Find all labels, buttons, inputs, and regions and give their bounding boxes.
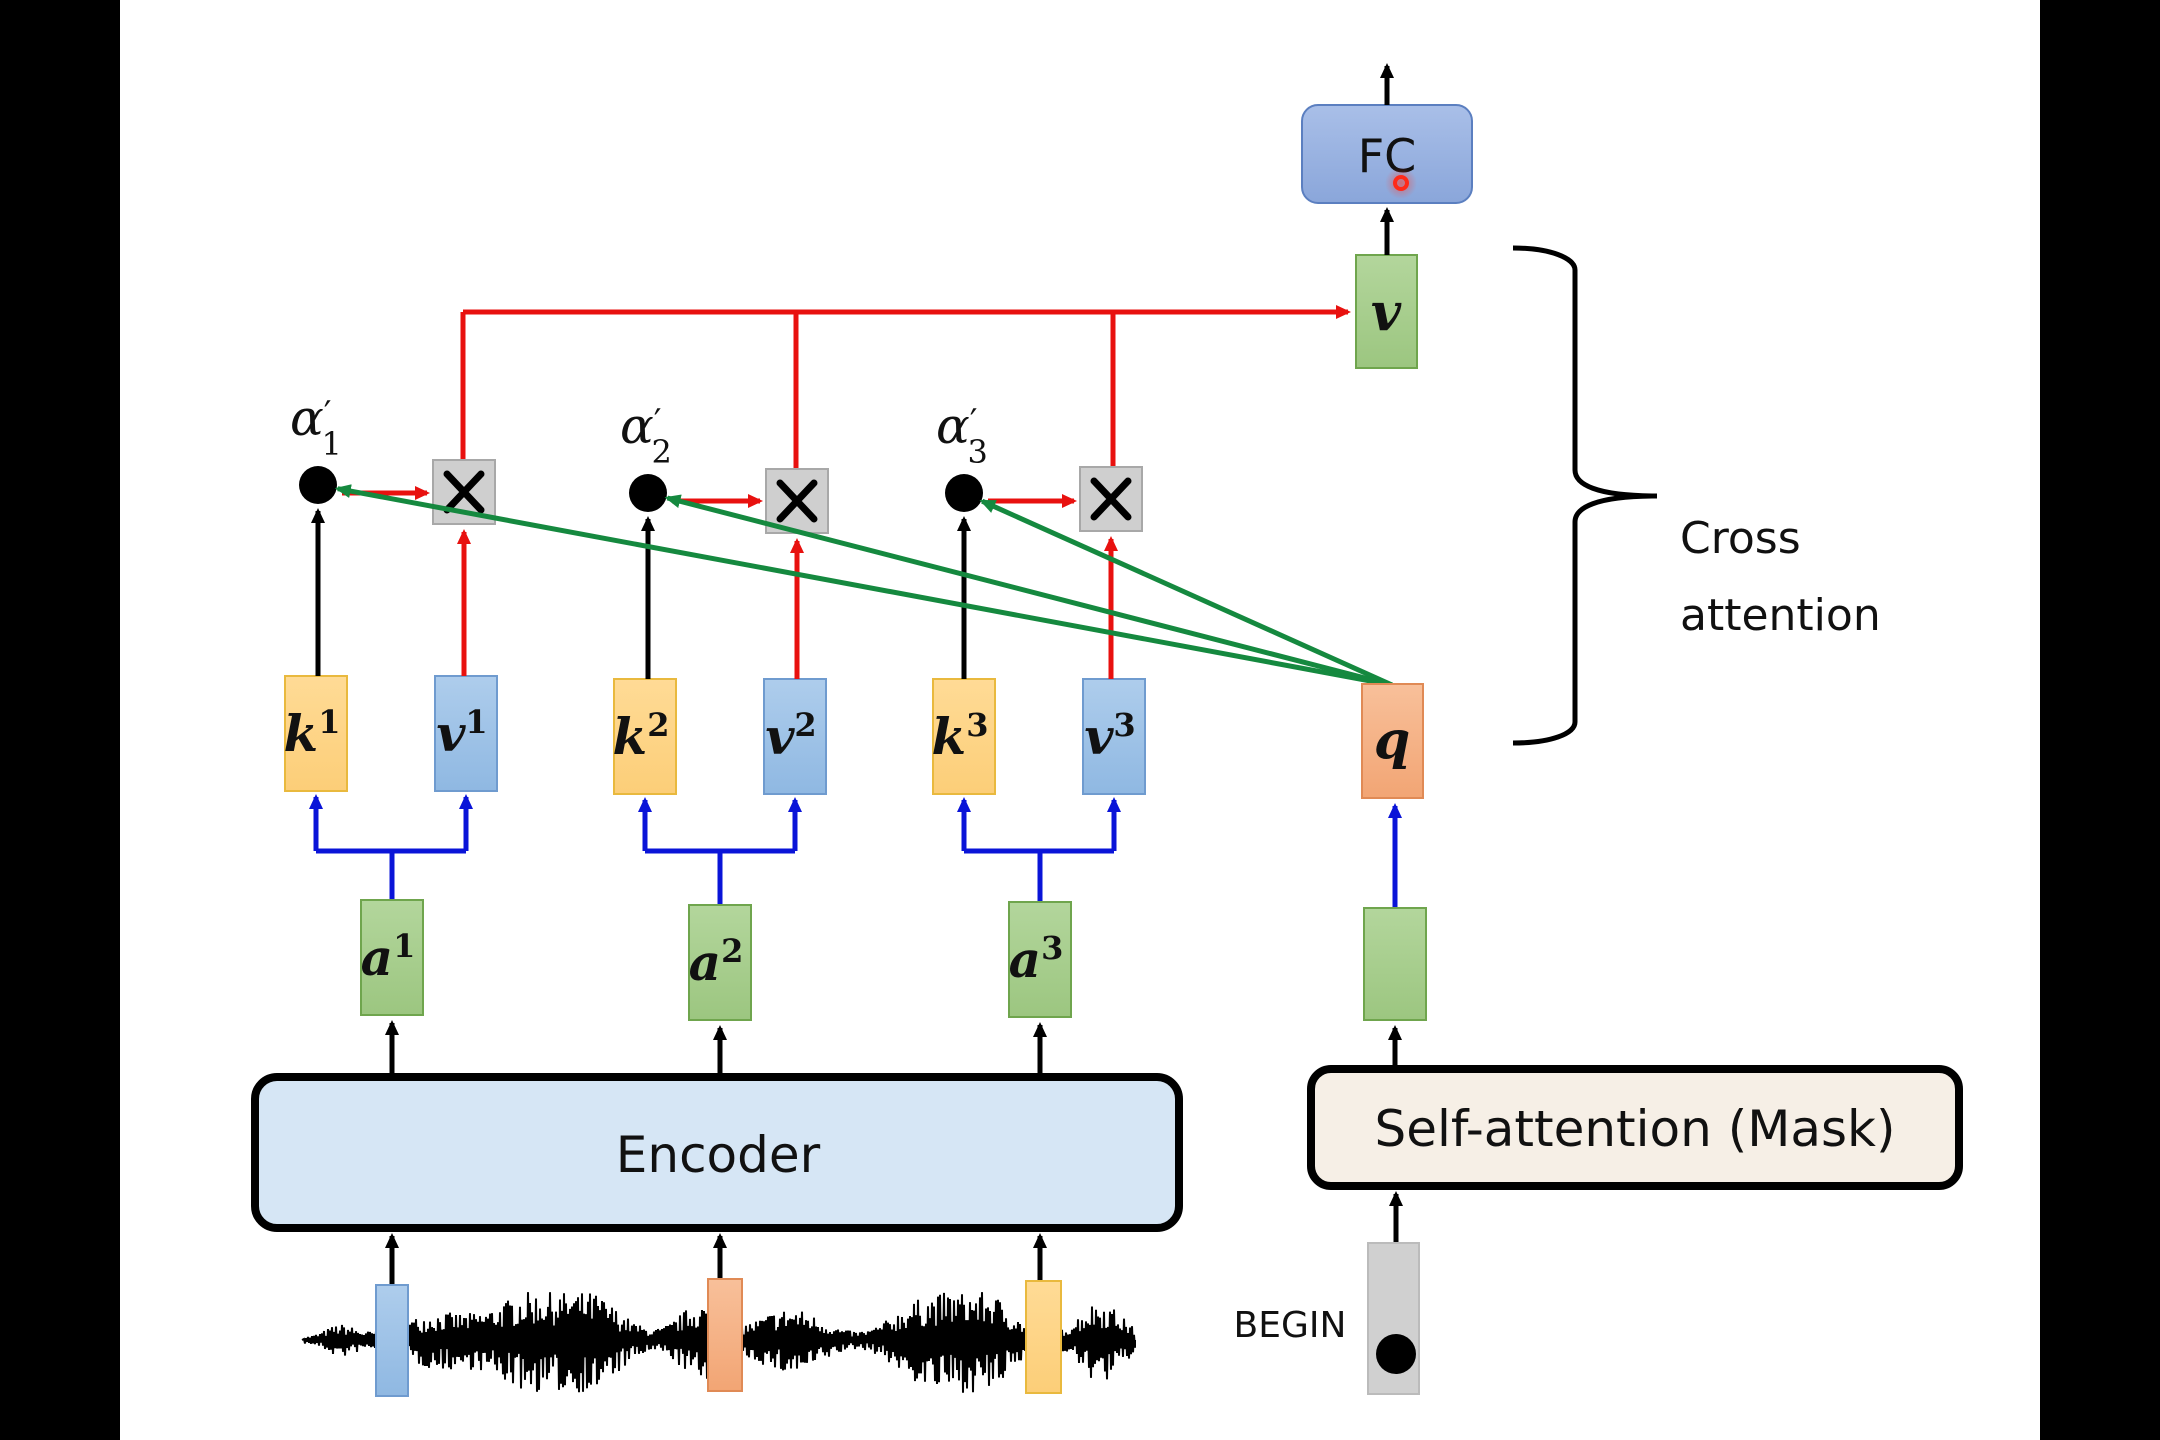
- speech-segment: [707, 1278, 743, 1392]
- decoder-hidden-node: [1363, 907, 1427, 1021]
- attention-weight-subscript: 3: [968, 433, 988, 471]
- encoder-block: Encoder: [251, 1073, 1183, 1232]
- cross-attention-label-line1: Cross: [1680, 513, 1801, 564]
- attention-weight-symbol: α: [290, 389, 324, 447]
- query-to-score-line: [664, 494, 1393, 688]
- weighted-sum-lines: [460, 305, 1351, 469]
- encoder-output-label-superscript: 2: [721, 932, 743, 970]
- value-label-superscript: 1: [465, 703, 487, 741]
- key-node: [613, 678, 677, 795]
- value-label-base: v: [765, 707, 795, 766]
- a-to-kv-branch-line: [316, 848, 466, 900]
- output-value-node: v: [1355, 254, 1418, 369]
- key-label: k3: [932, 706, 989, 766]
- key-label-superscript: 2: [647, 706, 669, 744]
- value-label-superscript: 3: [1113, 706, 1135, 744]
- value-label-base: v: [436, 704, 466, 763]
- begin-label: BEGIN: [1234, 1305, 1347, 1346]
- multiply-icon: [1090, 477, 1132, 521]
- encoder-output-label: a1: [361, 927, 416, 987]
- key-label: k1: [284, 703, 341, 763]
- key-label: k2: [613, 706, 670, 766]
- self-attention-label: Self-attention (Mask): [1374, 1100, 1895, 1158]
- attention-weight-label: α′3: [936, 397, 988, 471]
- letterbox-left: [0, 0, 120, 1440]
- value-label: v1: [436, 703, 487, 763]
- attention-weight-prime: ′: [324, 394, 332, 434]
- attention-weight-subscript: 1: [322, 425, 342, 463]
- letterbox-right: [2040, 0, 2160, 1440]
- a-to-kv-branch-line: [645, 848, 795, 905]
- value-node: [763, 678, 827, 795]
- value-label-superscript: 2: [794, 706, 816, 744]
- attention-weight-prime: ′: [654, 402, 662, 442]
- encoder-output-label-superscript: 1: [393, 927, 415, 965]
- audio-waveform: [301, 1233, 1136, 1397]
- query-key-lines: [334, 484, 1394, 688]
- attention-weight-prime: ′: [970, 402, 978, 442]
- cross-attention-label-line2: attention: [1680, 590, 1881, 641]
- key-label-base: k: [613, 707, 648, 766]
- value-node: [434, 675, 498, 792]
- encoder-output-label-superscript: 3: [1041, 929, 1063, 967]
- value-label-base: v: [1084, 707, 1114, 766]
- encoder-output-label: a2: [689, 932, 744, 992]
- multiply-icon: [443, 470, 485, 514]
- encoder-label: Encoder: [616, 1126, 821, 1184]
- key-label-superscript: 1: [318, 703, 340, 741]
- value-label: v2: [765, 706, 816, 766]
- output-value-label: v: [1371, 282, 1402, 343]
- encoder-output-label: a3: [1009, 929, 1064, 989]
- query-to-score-line: [979, 498, 1394, 688]
- query-to-score-line: [334, 484, 1393, 688]
- key-label-base: k: [932, 707, 967, 766]
- key-label-superscript: 3: [966, 706, 988, 744]
- multiply-icon: [776, 479, 818, 523]
- key-label-base: k: [284, 704, 319, 763]
- encoder-output-label-base: a: [689, 933, 721, 992]
- self-attention-block: Self-attention (Mask): [1307, 1065, 1963, 1190]
- cross-attention-brace: [1512, 245, 1658, 746]
- key-node: [284, 675, 348, 792]
- attention-score-dot: [629, 474, 667, 512]
- begin-token: [1367, 1242, 1420, 1395]
- attention-score-dot: [945, 474, 983, 512]
- encoder-output-node: [1008, 901, 1072, 1018]
- attention-weight-symbol: α: [936, 397, 970, 455]
- encoder-output-node: [688, 904, 752, 1021]
- encoder-output-node: [360, 899, 424, 1016]
- attention-score-dot: [299, 466, 337, 504]
- encoder-output-label-base: a: [361, 928, 393, 987]
- query-label: q: [1374, 710, 1410, 771]
- value-label: v3: [1084, 706, 1135, 766]
- value-node: [1082, 678, 1146, 795]
- a-to-kv-branch-line: [964, 848, 1114, 902]
- encoder-output-label-base: a: [1009, 930, 1041, 989]
- attention-weight-symbol: α: [620, 397, 654, 455]
- begin-token-dot: [1376, 1334, 1416, 1374]
- fc-layer: FC: [1301, 104, 1473, 204]
- mouse-pointer-indicator: [1385, 167, 1417, 199]
- attention-weight-label: α′1: [290, 389, 342, 463]
- attention-weight-label: α′2: [620, 397, 672, 471]
- attention-weight-subscript: 2: [652, 433, 672, 471]
- query-node: q: [1361, 683, 1424, 799]
- speech-segment: [375, 1284, 409, 1397]
- speech-segment: [1025, 1280, 1062, 1394]
